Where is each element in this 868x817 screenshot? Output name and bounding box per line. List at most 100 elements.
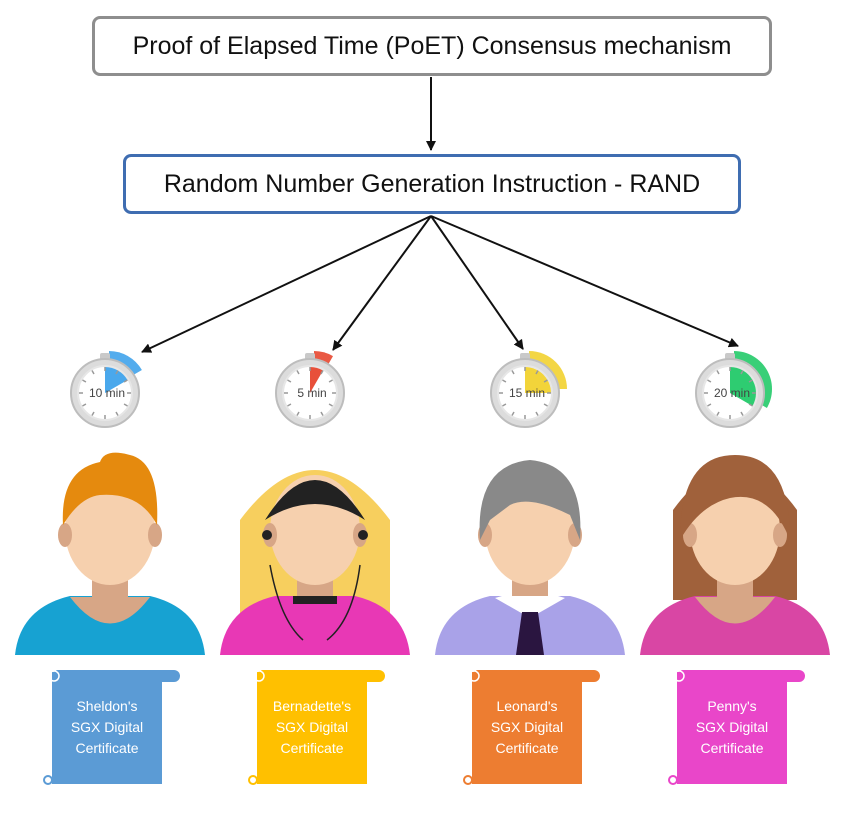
stopwatch-tick	[115, 411, 119, 416]
connectors	[141, 77, 739, 353]
stopwatch-tick	[535, 370, 539, 375]
stopwatch-icon-sheldon: 10 min	[70, 351, 142, 428]
certificate-body	[472, 672, 582, 784]
hair	[680, 455, 790, 540]
earbud-right	[358, 530, 368, 540]
scroll-top-roll	[257, 670, 385, 682]
stopwatch-tick	[707, 403, 712, 407]
stopwatch-tick	[320, 411, 324, 416]
arrow-rand-to-penny	[430, 215, 739, 348]
scroll-curl-top	[468, 670, 480, 682]
scroll-curl-bottom	[463, 775, 473, 785]
certificate-line: Bernadette's	[272, 698, 352, 714]
arrow-rand-to-leonard	[430, 215, 524, 350]
certificate-line: Certificate	[75, 740, 139, 756]
stopwatch-tick	[748, 379, 753, 383]
shirt-collar	[495, 596, 565, 618]
timer-label-sheldon: 10 min	[89, 386, 125, 400]
certificate-line: Penny's	[707, 698, 757, 714]
stopwatch-tick	[511, 411, 515, 416]
stopwatch-icon-bernadette: 5 min	[275, 351, 345, 428]
certificate-line: Certificate	[280, 740, 344, 756]
stopwatch-tick	[115, 370, 119, 375]
stopwatch-tick	[328, 403, 333, 407]
stopwatch-tick	[502, 379, 507, 383]
scroll-curl-bottom	[43, 775, 53, 785]
shirt	[15, 596, 205, 655]
stopwatch-tick	[535, 411, 539, 416]
certificate-scroll-penny	[668, 670, 805, 785]
timer-face-sector-bernadette	[310, 367, 323, 393]
certificate-line: SGX Digital	[70, 719, 144, 735]
scroll-top-roll	[52, 670, 180, 682]
stopwatch-tick	[320, 370, 324, 375]
stopwatch-tick	[123, 379, 128, 383]
scroll-top-roll	[677, 670, 805, 682]
stopwatch-tick	[543, 379, 548, 383]
certificate-line: SGX Digital	[275, 719, 349, 735]
stopwatch-tick	[502, 403, 507, 407]
stopwatch-tick	[740, 370, 744, 375]
stopwatch-tick	[748, 403, 753, 407]
avatar-sheldon	[15, 452, 205, 655]
scroll-top-roll	[472, 670, 600, 682]
scroll-curl-top	[253, 670, 265, 682]
certificate-body	[52, 672, 162, 784]
ear-left	[58, 523, 72, 547]
earphone-cord	[269, 564, 361, 641]
timer-label-penny: 20 min	[714, 386, 750, 400]
certificate-scroll-sheldon	[43, 670, 180, 785]
stopwatch-tick	[716, 370, 720, 375]
avatar-penny	[640, 455, 830, 655]
stopwatch-tick	[707, 379, 712, 383]
rand-instruction-label: Random Number Generation Instruction - R…	[163, 169, 701, 198]
certificate-line: SGX Digital	[490, 719, 564, 735]
avatar-bernadette	[220, 470, 410, 655]
certificate-scroll-bernadette	[248, 670, 385, 785]
choker	[293, 596, 337, 604]
collar-skin	[70, 597, 150, 624]
necktie	[516, 612, 544, 655]
stopwatch-tick	[296, 370, 300, 375]
consensus-mechanism-box: Proof of Elapsed Time (PoET) Consensus m…	[92, 16, 772, 76]
stopwatch-icon-penny: 20 min	[695, 351, 772, 428]
earbud-left	[262, 530, 272, 540]
shirt	[640, 596, 830, 655]
consensus-mechanism-title: Proof of Elapsed Time (PoET) Consensus m…	[132, 31, 732, 60]
stopwatch-tick	[511, 370, 515, 375]
timer-label-leonard: 15 min	[509, 386, 545, 400]
stopwatch-icon-leonard: 15 min	[490, 351, 567, 428]
certificate-line: Sheldon's	[76, 698, 138, 714]
stopwatch-tick	[287, 403, 292, 407]
stopwatch-tick	[716, 411, 720, 416]
timer-face-sector-leonard	[525, 367, 551, 393]
stopwatch-tick	[296, 411, 300, 416]
people	[15, 452, 830, 655]
scroll-curl-bottom	[668, 775, 678, 785]
certificate-body	[257, 672, 367, 784]
stopwatch-tick	[82, 379, 87, 383]
certificate-line: Leonard's	[496, 698, 558, 714]
certificate-line: Certificate	[495, 740, 559, 756]
ear-right	[148, 523, 162, 547]
stopwatch-tick	[328, 379, 333, 383]
certificate-line: Certificate	[700, 740, 764, 756]
certificate-body	[677, 672, 787, 784]
timer-face-sector-sheldon	[105, 367, 128, 393]
face	[65, 475, 155, 585]
ear-right	[773, 523, 787, 547]
headband-hair	[265, 480, 365, 520]
arrow-rand-to-bernadette	[332, 215, 432, 351]
certificate-line: SGX Digital	[695, 719, 769, 735]
certificate-scroll-leonard	[463, 670, 600, 785]
hair	[62, 452, 158, 525]
scroll-curl-top	[673, 670, 685, 682]
stopwatch-tick	[740, 411, 744, 416]
stopwatch-tick	[91, 411, 95, 416]
